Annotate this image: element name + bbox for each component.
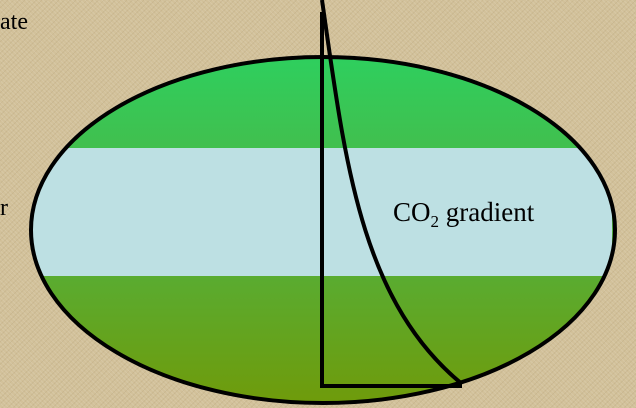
gradient-curve: [320, 0, 464, 386]
gradient-axes: [320, 12, 462, 388]
co2-label-prefix: CO: [393, 197, 431, 227]
edge-text-top: ate: [0, 9, 28, 35]
co2-gradient-label: CO2 gradient: [393, 197, 535, 231]
edge-text-mid: r: [0, 195, 8, 221]
co2-label-subscript: 2: [430, 212, 440, 231]
co2-label-suffix: gradient: [439, 197, 535, 227]
